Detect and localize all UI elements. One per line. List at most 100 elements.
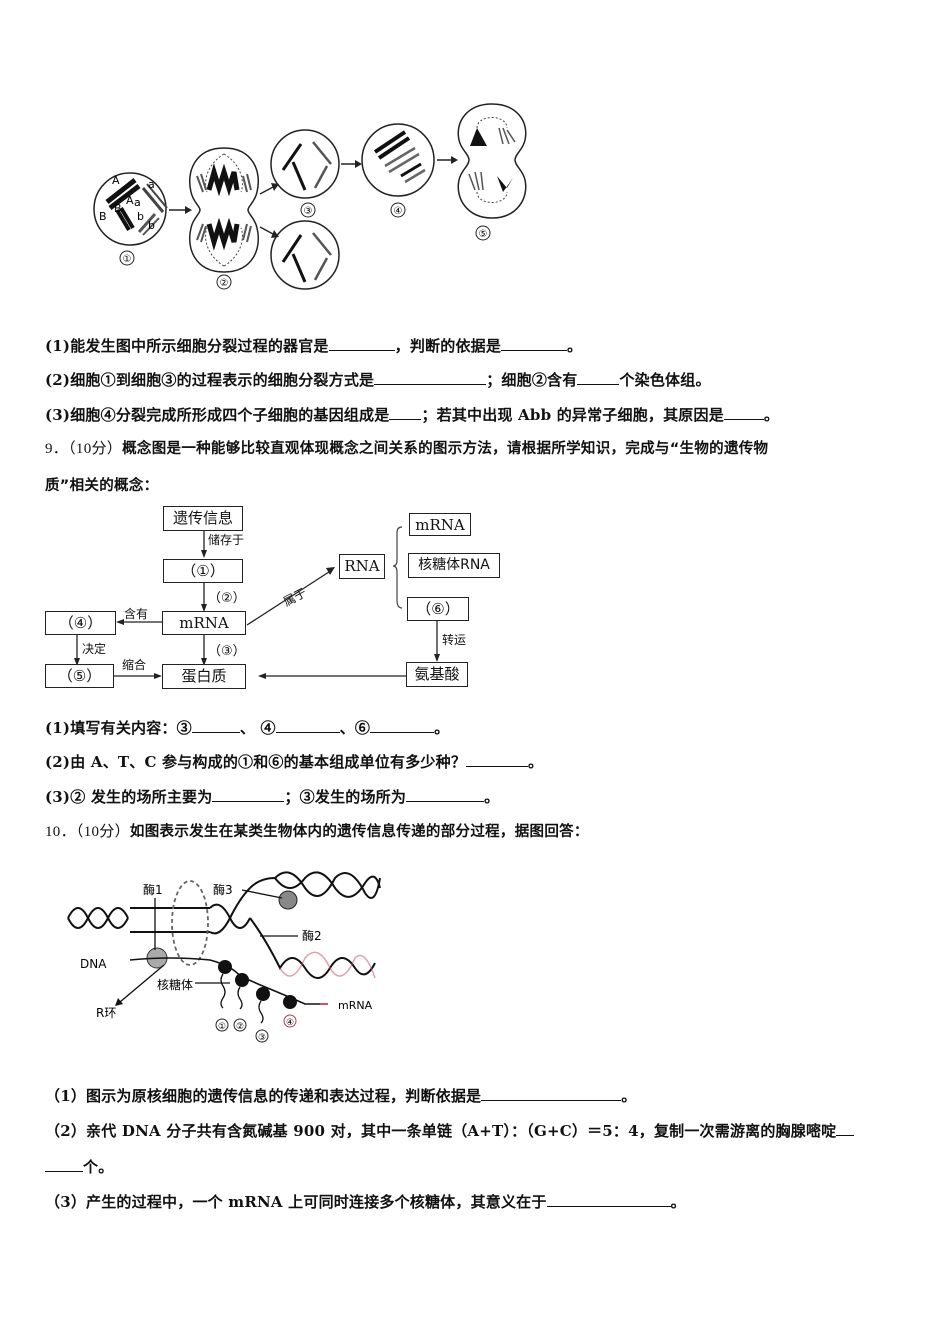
q8-sub3-text-a: (3)细胞④分裂完成所形成四个子细胞的基因组成是 <box>45 406 390 424</box>
q9-sub1-sep2: 、⑥ <box>339 719 371 737</box>
box-6: （⑥） <box>407 597 469 621</box>
gene-label: B <box>114 202 122 215</box>
answer-blank[interactable] <box>389 405 422 420</box>
q9-sub2: (2)由 A、T、C 参与构成的①和⑥的基本组成单位有多少种？ 。 <box>45 752 543 772</box>
label-mrna: mRNA <box>338 999 373 1012</box>
box-rna: RNA <box>339 554 385 579</box>
q10-sub1-text-a: （1）图示为原核细胞的遗传信息的传递和表达过程，判断依据是 <box>45 1087 482 1105</box>
gene-label: A <box>112 174 120 187</box>
gene-label: b <box>137 210 144 223</box>
answer-blank[interactable] <box>723 405 764 420</box>
box-amino-acid: 氨基酸 <box>406 662 468 687</box>
answer-blank[interactable] <box>212 787 285 802</box>
answer-blank[interactable] <box>481 1086 622 1101</box>
edge-label-transport: 转运 <box>442 633 467 647</box>
q10-sub2-cont: 个。 <box>45 1157 113 1177</box>
q9-number: 9． <box>45 441 69 457</box>
ribosome-number: ② <box>236 1022 244 1032</box>
q9-score: （10分） <box>68 441 123 457</box>
punct: 。 <box>484 788 500 806</box>
dna-expression-figure: 酶1 酶3 酶2 DNA 核糖体 R环 mRNA ① ② ③ ④ <box>67 871 381 1043</box>
answer-blank[interactable] <box>406 787 485 802</box>
q8-sub2-text-b: ；细胞②含有 <box>486 371 578 389</box>
edge-label-step3: （③） <box>208 644 246 659</box>
answer-blank[interactable] <box>275 718 340 733</box>
box-mrna-center: mRNA <box>162 611 246 635</box>
answer-blank[interactable] <box>374 370 487 385</box>
gene-label: a <box>148 178 155 191</box>
cell-label-2: ② <box>220 278 229 289</box>
answer-blank[interactable] <box>577 370 620 385</box>
box-protein: 蛋白质 <box>162 664 246 689</box>
gene-label: A <box>126 194 134 207</box>
q8-sub1: (1)能发生图中所示细胞分裂过程的器官是 ，判断的依据是 。 <box>45 336 582 356</box>
q8-sub3: (3)细胞④分裂完成所形成四个子细胞的基因组成是 ；若其中出现 Abb 的异常子细… <box>45 405 779 425</box>
edge-label-belongs-to: 属于 <box>280 585 309 610</box>
q8-sub2-text-a: (2)细胞①到细胞③的过程表示的细胞分裂方式是 <box>45 371 375 389</box>
box-genetic-info: 遗传信息 <box>163 506 243 531</box>
q8-sub1-text-a: (1)能发生图中所示细胞分裂过程的器官是 <box>45 337 329 355</box>
q9-stem-line1: 9．（10分）概念图是一种能够比较直观体现概念之间关系的图示方法，请根据所学知识… <box>45 438 768 459</box>
label-ribosome: 核糖体 <box>157 977 193 992</box>
ribosome-number: ④ <box>286 1018 294 1028</box>
cell-label-4: ④ <box>394 206 403 217</box>
box-rrna: 核糖体RNA <box>408 553 500 578</box>
gene-label: a <box>134 196 141 209</box>
q9-sub3-text-b: ；③发生的场所为 <box>284 788 407 806</box>
edge-label-step2: （②） <box>208 591 246 606</box>
cell-4: ④ <box>361 123 435 218</box>
q8-sub1-text-b: ，判断的依据是 <box>394 337 502 355</box>
gene-label: B <box>99 210 107 223</box>
q10-number: 10． <box>45 824 76 840</box>
q9-sub3-text-a: (3)② 发生的场所主要为 <box>45 788 213 806</box>
label-enzyme3: 酶3 <box>213 882 233 897</box>
cell-5: ⑤ <box>457 103 527 241</box>
box-mrna-right: mRNA <box>409 513 471 536</box>
cell-3-sibling <box>270 220 340 290</box>
edge-label-condense: 缩合 <box>122 658 147 672</box>
q10-sub2-text-a: （2）亲代 DNA 分子共有含氮碱基 900 对，其中一条单链（A+T）：（G+… <box>45 1122 837 1140</box>
label-dna: DNA <box>80 957 107 971</box>
answer-blank[interactable] <box>370 718 435 733</box>
cell-label-5: ⑤ <box>479 229 488 240</box>
q8-sub2: (2)细胞①到细胞③的过程表示的细胞分裂方式是；细胞②含有个染色体组。 <box>45 370 711 390</box>
ribosome-number: ③ <box>258 1033 266 1043</box>
q9-stem-cont: 质”相关的概念： <box>45 478 159 494</box>
q10-stem: 10．（10分）如图表示发生在某类生物体内的遗传信息传递的部分过程，据图回答： <box>45 821 589 842</box>
q9-sub3: (3)② 发生的场所主要为 ；③发生的场所为 。 <box>45 787 499 807</box>
ribosome-number: ① <box>218 1022 226 1032</box>
q10-sub3: （3）产生的过程中，一个 mRNA 上可同时连接多个核糖体，其意义在于 。 <box>45 1192 686 1212</box>
q9-stem: 概念图是一种能够比较直观体现概念之间关系的图示方法，请根据所学知识，完成与“生物… <box>122 441 769 457</box>
q9-sub2-text-a: (2)由 A、T、C 参与构成的①和⑥的基本组成单位有多少种？ <box>45 753 467 771</box>
cell-division-figure: A A a a B B b b ① ② ③ <box>93 103 527 290</box>
q9-sub1-text-a: (1)填写有关内容：③ <box>45 719 192 737</box>
punct: 。 <box>670 1193 686 1211</box>
cell-1: A A a a B B b b ① <box>93 172 168 266</box>
cell-label-1: ① <box>123 254 132 265</box>
q10-sub2-cont-text: 个。 <box>83 1158 114 1176</box>
answer-blank[interactable] <box>836 1121 855 1136</box>
box-5: （⑤） <box>45 664 114 688</box>
answer-blank[interactable] <box>191 718 240 733</box>
punct: 。 <box>763 406 780 424</box>
answer-blank[interactable] <box>328 336 395 351</box>
answer-blank[interactable] <box>466 752 529 767</box>
punct: 。 <box>567 337 583 355</box>
label-r-loop: R环 <box>96 1006 116 1020</box>
punct: 。 <box>621 1087 637 1105</box>
box-4: （④） <box>45 611 116 635</box>
answer-blank[interactable] <box>546 1192 671 1207</box>
gene-label: b <box>148 219 155 232</box>
punct: 。 <box>434 719 450 737</box>
q10-sub3-text-a: （3）产生的过程中，一个 mRNA 上可同时连接多个核糖体，其意义在于 <box>45 1193 547 1211</box>
q10-score: （10分） <box>75 824 130 840</box>
punct: 。 <box>528 753 544 771</box>
q9-sub1: (1)填写有关内容：③、 ④、⑥。 <box>45 718 449 738</box>
q10-stem-text: 如图表示发生在某类生物体内的遗传信息传递的部分过程，据图回答： <box>129 824 589 840</box>
q9-stem-line2: 质”相关的概念： <box>45 475 158 496</box>
box-1: （①） <box>163 559 243 583</box>
q8-sub3-text-b: ；若其中出现 Abb 的异常子细胞，其原因是 <box>421 406 724 424</box>
answer-blank[interactable] <box>501 336 568 351</box>
answer-blank[interactable] <box>45 1157 83 1172</box>
cell-label-3: ③ <box>304 206 313 217</box>
